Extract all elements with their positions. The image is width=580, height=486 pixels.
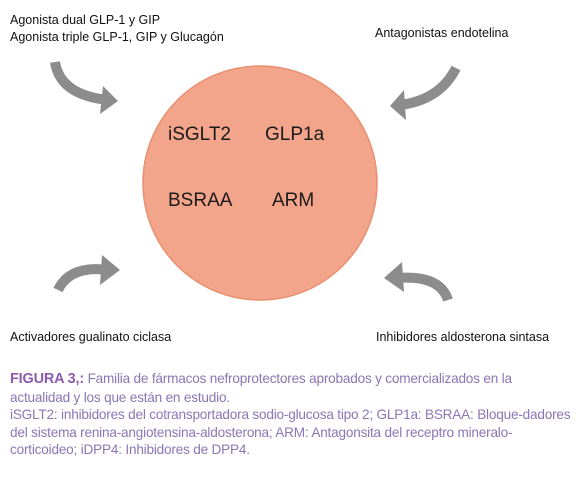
caption-line-2: iSGLT2: inhibidores del cotransportadora… (10, 407, 571, 457)
arrow-top-right (399, 65, 461, 110)
label-aldosterone-synthase-inhibitors: Inhibidores aldosterona sintasa (376, 330, 550, 344)
label-dual-agonist: Agonista dual GLP-1 y GIP (10, 13, 161, 27)
arrowhead-bottom-left (100, 255, 120, 285)
circle-item-bsraa: BSRAA (168, 190, 233, 211)
diagram-graphic (50, 60, 461, 302)
arrowhead-bottom-right (384, 262, 404, 292)
circle-item-arm: ARM (272, 190, 315, 211)
arrowhead-top-left (100, 86, 118, 114)
caption-line-1: FIGURA 3,: Familia de fármacos nefroprot… (10, 370, 575, 406)
central-circle (142, 65, 378, 301)
arrowhead-top-right (390, 90, 406, 120)
label-endothelin-antagonists: Antagonistas endotelina (375, 26, 509, 40)
circle-item-isglt2: iSGLT2 (168, 124, 232, 145)
diagram: Agonista dual GLP-1 y GIP Agonista tripl… (10, 12, 550, 344)
figure-label: FIGURA 3,: (10, 371, 84, 387)
figure-caption: FIGURA 3,: Familia de fármacos nefroprot… (10, 370, 575, 459)
arrow-top-left (50, 60, 109, 105)
label-guanylate-cyclase-activators: Activadores gualinato ciclasa (10, 330, 172, 344)
circle-item-glp1a: GLP1a (265, 124, 325, 145)
label-top-left: Agonista dual GLP-1 y GIP Agonista tripl… (10, 12, 224, 46)
label-triple-agonist: Agonista triple GLP-1, GIP y Glucagón (10, 30, 224, 44)
arrow-bottom-right (397, 272, 453, 302)
caption-text-1: Familia de fármacos nefroprotectores apr… (10, 371, 512, 405)
